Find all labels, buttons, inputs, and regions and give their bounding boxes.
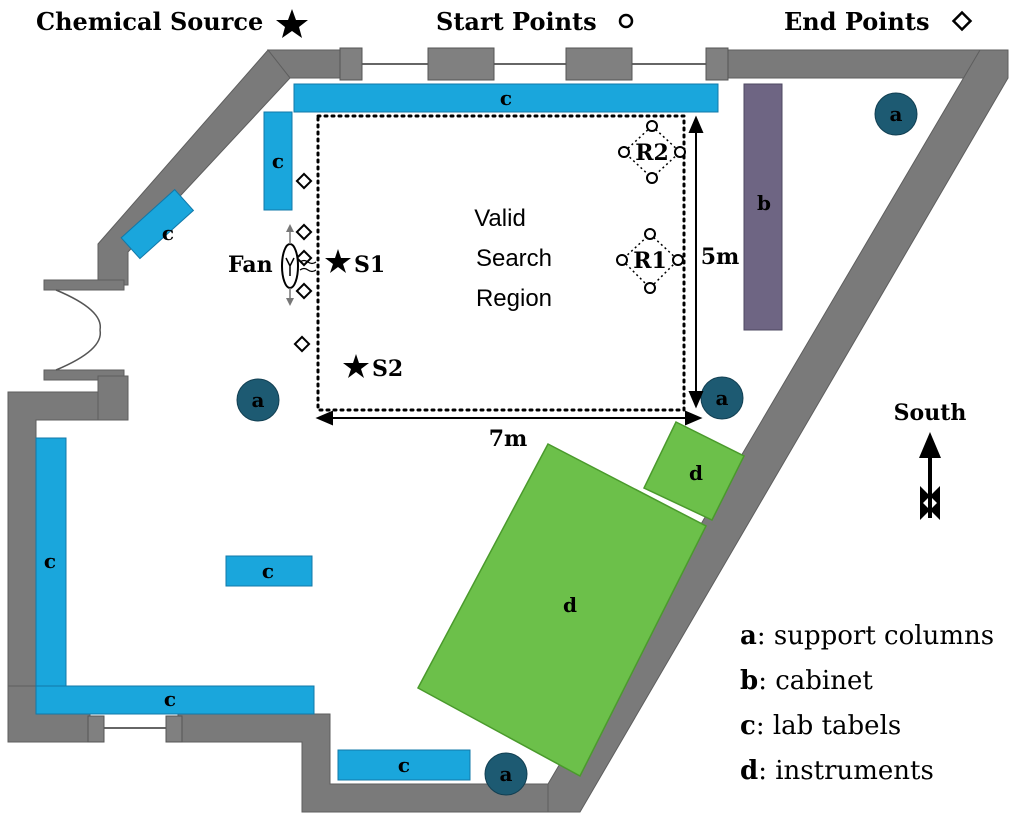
start-point (646, 120, 658, 132)
valid-search-region (316, 114, 686, 412)
label-column-left: a (252, 388, 265, 412)
end-point (295, 282, 313, 300)
end-point (295, 172, 313, 190)
label-table-diagonal: c (162, 221, 174, 245)
table-bottom (337, 749, 471, 781)
label-column-center: a (716, 386, 729, 410)
top-windows (339, 47, 729, 81)
label-column-top-right: a (890, 102, 903, 126)
label-table-top: c (500, 86, 512, 110)
end-point (295, 223, 313, 241)
table-top (293, 83, 719, 113)
legend-item-d: d: instruments (740, 756, 934, 786)
wall-left-stub (97, 375, 129, 421)
start-point (644, 282, 656, 294)
end-point-diamond-icon (951, 10, 973, 32)
region-label-line3: Region (476, 285, 552, 312)
start-point (644, 228, 656, 240)
table-diagonal (120, 188, 195, 260)
start-point-circle-icon (618, 13, 634, 29)
compass-south-label: South (894, 400, 967, 426)
label-instrument-large: d (563, 593, 577, 617)
label-fan: Fan (228, 252, 273, 278)
legend-item-b: b: cabinet (740, 666, 873, 696)
lab-tables (35, 83, 719, 781)
column-bottom (484, 752, 528, 796)
source-star-s1 (325, 249, 351, 273)
dimension-arrows (315, 115, 704, 426)
label-s1: S1 (354, 252, 385, 278)
instrument-large (416, 442, 708, 778)
support-columns (236, 92, 918, 796)
bottom-window (87, 715, 183, 743)
region-label-line1: Valid (474, 205, 526, 232)
end-point (293, 335, 311, 353)
source-star-s2 (343, 354, 369, 378)
window-frame-3 (565, 47, 633, 81)
window-frame-1 (339, 47, 363, 81)
wall-left (7, 391, 129, 687)
dimension-height-label: 5m (701, 244, 740, 270)
table-left-vertical (35, 437, 67, 695)
wall-upper-left-diagonal (97, 49, 291, 286)
instruments (416, 420, 746, 778)
start-points (616, 120, 686, 294)
chemical-sources (325, 249, 369, 378)
legend: a: support columns b: cabinet c: lab tab… (740, 621, 994, 786)
r1-boundary (620, 232, 680, 290)
fan (281, 224, 317, 306)
door-post-top (43, 279, 125, 291)
label-table-left: c (44, 549, 56, 573)
column-top-right (874, 92, 918, 136)
table-upper-left-vertical (263, 111, 293, 211)
label-table-middle: c (262, 559, 274, 583)
start-point (616, 254, 628, 266)
start-point (672, 254, 684, 266)
cabinet (743, 83, 783, 331)
instrument-small (642, 420, 746, 521)
header-end-points: End Points (784, 7, 929, 36)
label-column-bottom: a (500, 762, 513, 786)
start-point (674, 146, 686, 158)
header-start-points: Start Points (436, 7, 597, 36)
region-label-line2: Search (476, 245, 552, 272)
table-bottom-left (35, 685, 315, 715)
compass-arrow-icon (919, 432, 941, 520)
table-middle (225, 555, 313, 587)
header-chemical-source: Chemical Source (36, 7, 263, 36)
dimension-width-label: 7m (489, 426, 528, 452)
legend-item-c: c: lab tabels (740, 711, 901, 741)
label-r2: R2 (635, 140, 669, 166)
label-table-upper-left: c (272, 149, 284, 173)
walls (7, 49, 1009, 813)
start-point (618, 146, 630, 158)
label-table-bottom-left: c (164, 687, 176, 711)
window-frame-4 (705, 47, 729, 81)
wall-top-right (715, 49, 1009, 79)
door (55, 289, 101, 371)
window-frame-2 (427, 47, 495, 81)
chemical-source-star-icon (276, 9, 308, 38)
label-instrument-small: d (689, 461, 703, 485)
legend-item-a: a: support columns (740, 621, 994, 651)
door-post-bottom (43, 369, 125, 381)
label-table-bottom: c (398, 753, 410, 777)
label-s2: S2 (372, 356, 403, 382)
start-point (646, 172, 658, 184)
column-center (700, 376, 744, 420)
column-left (236, 378, 280, 422)
label-cabinet: b (757, 191, 771, 215)
label-r1: R1 (633, 248, 667, 274)
wall-bottom-middle (177, 713, 549, 813)
